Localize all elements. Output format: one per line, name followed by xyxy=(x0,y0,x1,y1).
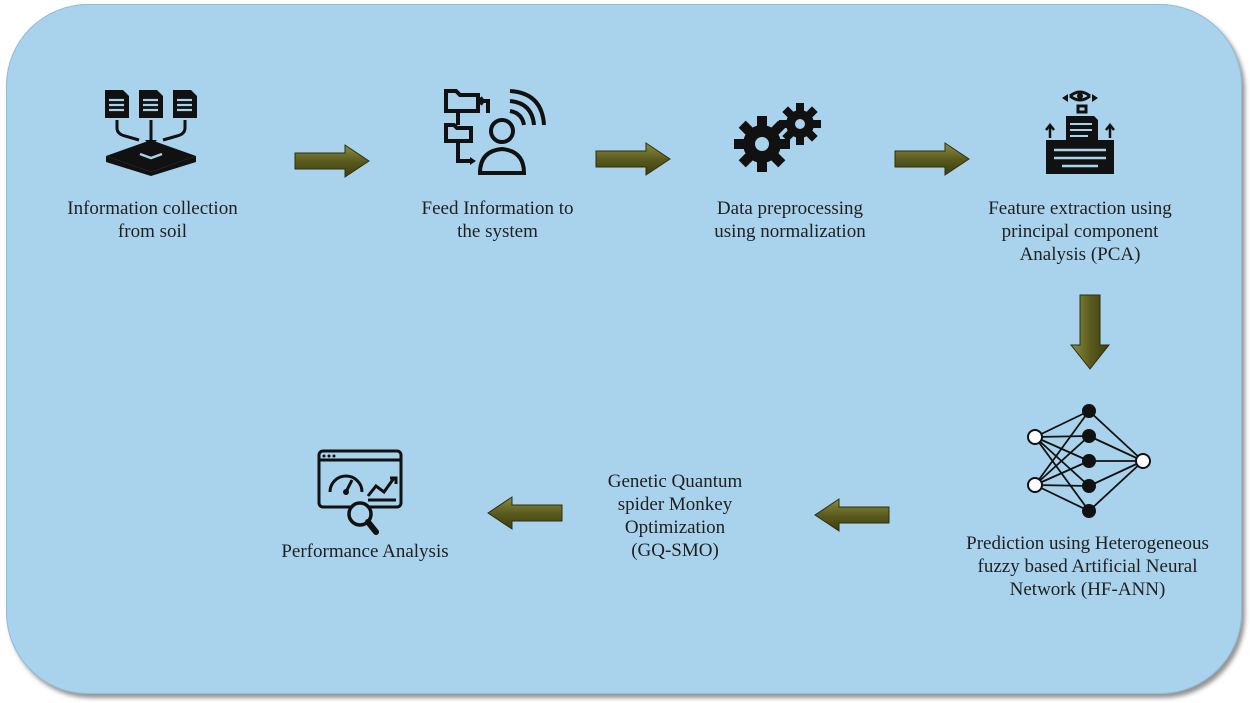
arrow-down xyxy=(1069,294,1111,370)
arrow-left-2 xyxy=(487,496,563,530)
gears-icon xyxy=(734,103,821,172)
arrow-right-3 xyxy=(894,142,970,176)
diagram-panel xyxy=(6,4,1242,694)
dashboard-analysis-icon xyxy=(317,449,403,535)
document-processing-icon xyxy=(1045,90,1115,174)
arrow-right-2 xyxy=(595,142,671,176)
neural-network-icon xyxy=(1027,404,1151,518)
arrow-right-1 xyxy=(294,144,370,178)
arrow-left-1 xyxy=(814,498,890,532)
user-flowchart-wifi-icon xyxy=(444,89,546,175)
label-performance: Performance Analysis xyxy=(281,541,449,562)
soil-documents-icon xyxy=(105,90,197,176)
